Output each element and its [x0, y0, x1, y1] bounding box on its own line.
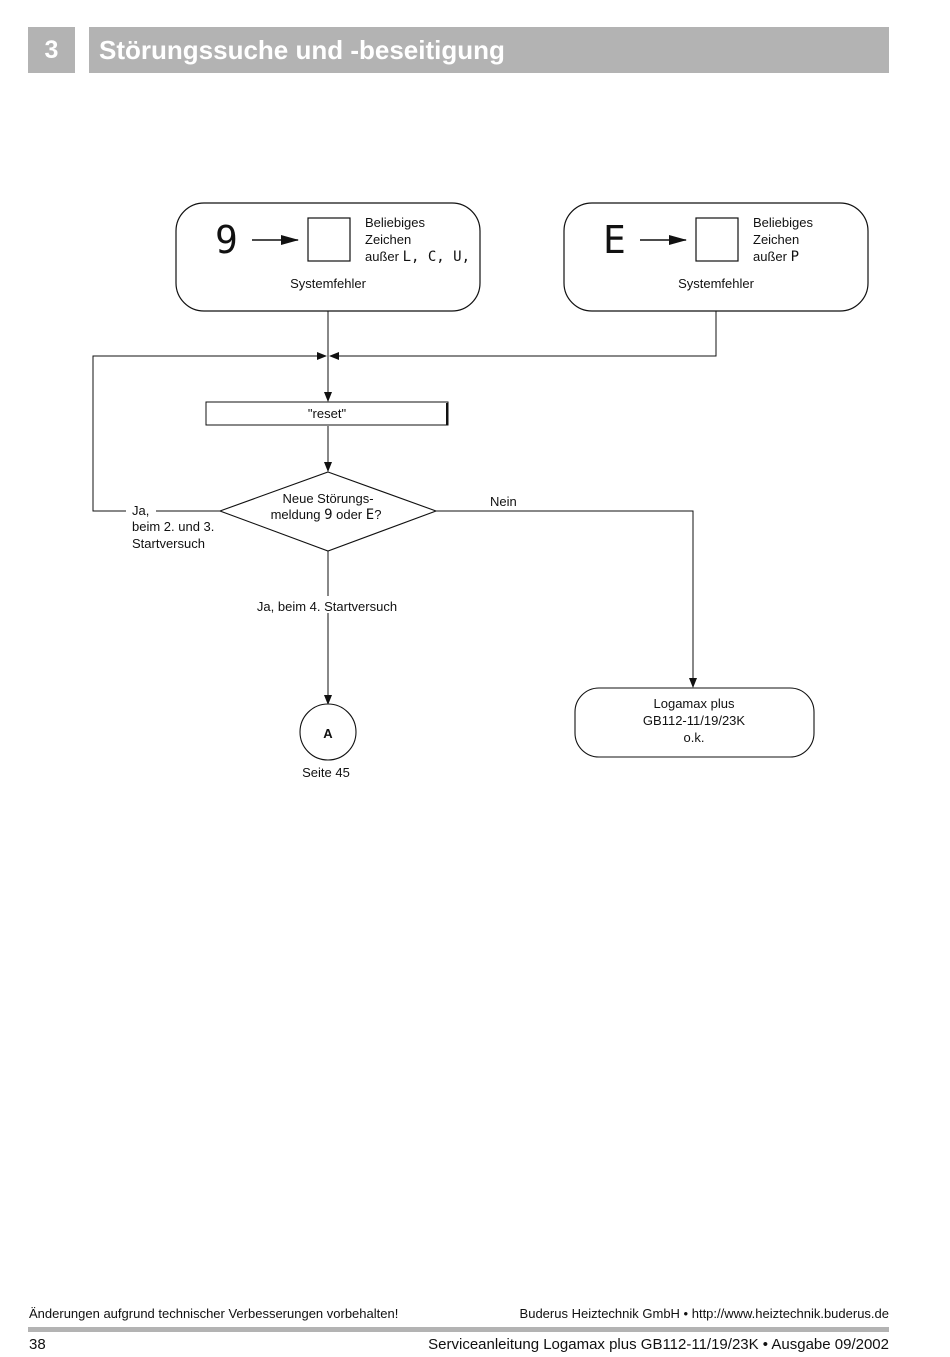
box-left-desc-line1: Beliebiges	[365, 215, 425, 230]
box-right-desc-line3: außer P	[753, 249, 799, 265]
display-digit-box	[695, 217, 739, 262]
connector-a: A Seite 45	[299, 703, 357, 780]
document-title: Serviceanleitung Logamax plus GB112-11/1…	[428, 1336, 889, 1353]
no-label: Nein	[490, 494, 517, 509]
ok-box-line2: GB112-11/19/23K	[643, 713, 745, 728]
display-digit-box	[307, 217, 351, 262]
yes-loop-label-line3: Startversuch	[132, 536, 205, 551]
footer-company: Buderus Heiztechnik GmbH • http://www.he…	[519, 1306, 889, 1321]
reset-label: "reset"	[308, 406, 347, 421]
connector-letter: A	[323, 726, 333, 741]
box-right-desc-line1: Beliebiges	[753, 215, 813, 230]
ok-box: Logamax plus GB112-11/19/23K o.k.	[574, 687, 815, 758]
yes-loop-label-line2: beim 2. und 3.	[132, 519, 214, 534]
system-error-box-9: 9 Beliebiges Zeichen außer L, C, U, Syst…	[175, 202, 481, 312]
ok-box-line3: o.k.	[684, 730, 705, 745]
flow-lines	[92, 311, 717, 705]
connector-page-ref: Seite 45	[302, 765, 350, 780]
box-left-desc-line2: Zeichen	[365, 232, 411, 247]
system-error-box-e: E Beliebiges Zeichen außer P Systemfehle…	[563, 202, 869, 312]
line-box-right-to-merge	[329, 311, 717, 360]
chapter-number: 3	[28, 27, 75, 73]
reset-box: "reset"	[205, 401, 449, 426]
display-code-9: 9	[215, 218, 238, 262]
yes-loop-label-line1: Ja,	[132, 503, 149, 518]
line-yes-loop	[92, 352, 327, 512]
ok-box-line1: Logamax plus	[654, 696, 735, 711]
yes-4th-attempt-label: Ja, beim 4. Startversuch	[257, 599, 397, 614]
box-right-label: Systemfehler	[678, 276, 755, 291]
decision-line2: meldung 9 oder E?	[271, 507, 382, 523]
page-number: 38	[29, 1336, 46, 1353]
chapter-title: Störungssuche und -beseitigung	[89, 27, 889, 73]
box-right-desc-line2: Zeichen	[753, 232, 799, 247]
footer-divider	[28, 1327, 889, 1332]
decision-line1: Neue Störungs-	[282, 491, 373, 506]
decision-diamond: Neue Störungs- meldung 9 oder E?	[218, 471, 438, 552]
box-left-desc-line3: außer L, C, U,	[365, 249, 470, 265]
line-no-to-ok	[436, 510, 697, 688]
box-left-label: Systemfehler	[290, 276, 367, 291]
footer-note: Änderungen aufgrund technischer Verbesse…	[29, 1306, 399, 1321]
display-code-e: E	[603, 218, 626, 262]
